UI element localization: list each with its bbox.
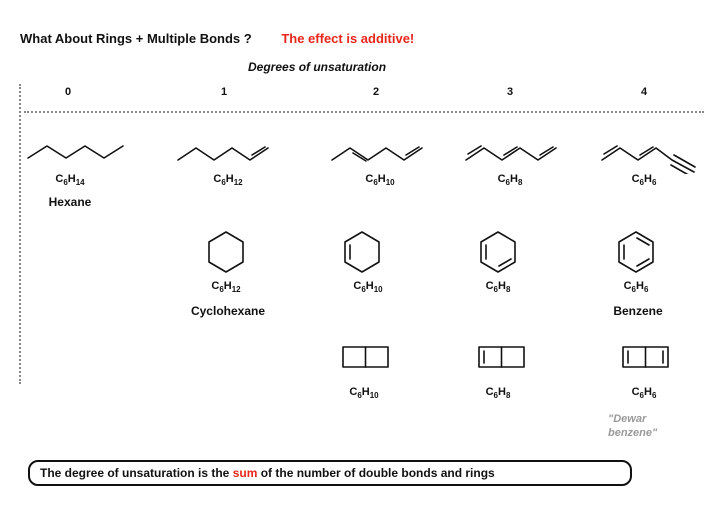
column-header-0: 0: [64, 86, 72, 98]
cyclohexane-formula: C6H12: [211, 280, 241, 295]
question-text: What About Rings + Multiple Bonds ?: [20, 31, 252, 46]
column-header-1: 1: [220, 86, 228, 98]
bicyclohexene-structure: [478, 346, 525, 368]
benzene-structure: [618, 231, 654, 273]
hexatriene-formula: C6H8: [497, 173, 523, 188]
column-header-4: 4: [640, 86, 648, 98]
hexane-structure: [27, 145, 124, 159]
cyclohexadiene-structure: [480, 231, 516, 273]
column-header-2: 2: [372, 86, 380, 98]
column-header-3: 3: [506, 86, 514, 98]
cyclohexene-formula: C6H10: [353, 280, 383, 295]
hexadiene-formula: C6H10: [365, 173, 395, 188]
dewar-benzene-formula: C6H6: [631, 386, 657, 401]
summary-text-after: of the number of double bonds and rings: [257, 466, 495, 480]
header-title: What About Rings + Multiple Bonds ? The …: [20, 31, 414, 46]
effect-text: The effect is additive!: [281, 31, 415, 46]
benzene-name: Benzene: [613, 304, 663, 318]
dewar-benzene-name-line-1: "Dewar: [608, 413, 647, 425]
benzene-formula: C6H6: [623, 280, 649, 295]
summary-highlight: sum: [232, 466, 258, 480]
summary-text-before: The degree of unsaturation is the: [40, 466, 233, 480]
bicyclohexane-formula: C6H10: [349, 386, 379, 401]
summary-callout: The degree of unsaturation is the sum of…: [28, 460, 632, 486]
cyclohexene-structure: [344, 231, 380, 273]
dewar-benzene-name: "Dewar benzene": [608, 412, 688, 440]
bicyclohexane-structure: [342, 346, 389, 368]
hexadienyne-formula: C6H6: [631, 173, 657, 188]
dotted-divider-horizontal: [24, 111, 704, 113]
dewar-benzene-name-line-2: benzene": [608, 427, 658, 439]
hexene-formula: C6H12: [213, 173, 243, 188]
hexatriene-structure: [465, 145, 557, 161]
cyclohexane-structure: [208, 231, 244, 273]
dotted-divider-vertical: [19, 84, 21, 384]
hexadienyne-structure: [601, 145, 696, 174]
cyclohexane-name: Cyclohexane: [190, 304, 266, 318]
cyclohexadiene-formula: C6H8: [485, 280, 511, 295]
hexene-structure: [177, 146, 269, 161]
hexadiene-structure: [331, 146, 423, 162]
dewar-benzene-structure: [622, 346, 669, 368]
hexane-name: Hexane: [48, 195, 92, 209]
bicyclohexene-formula: C6H8: [485, 386, 511, 401]
hexane-formula: C6H14: [55, 173, 85, 188]
axis-title: Degrees of unsaturation: [248, 60, 387, 74]
